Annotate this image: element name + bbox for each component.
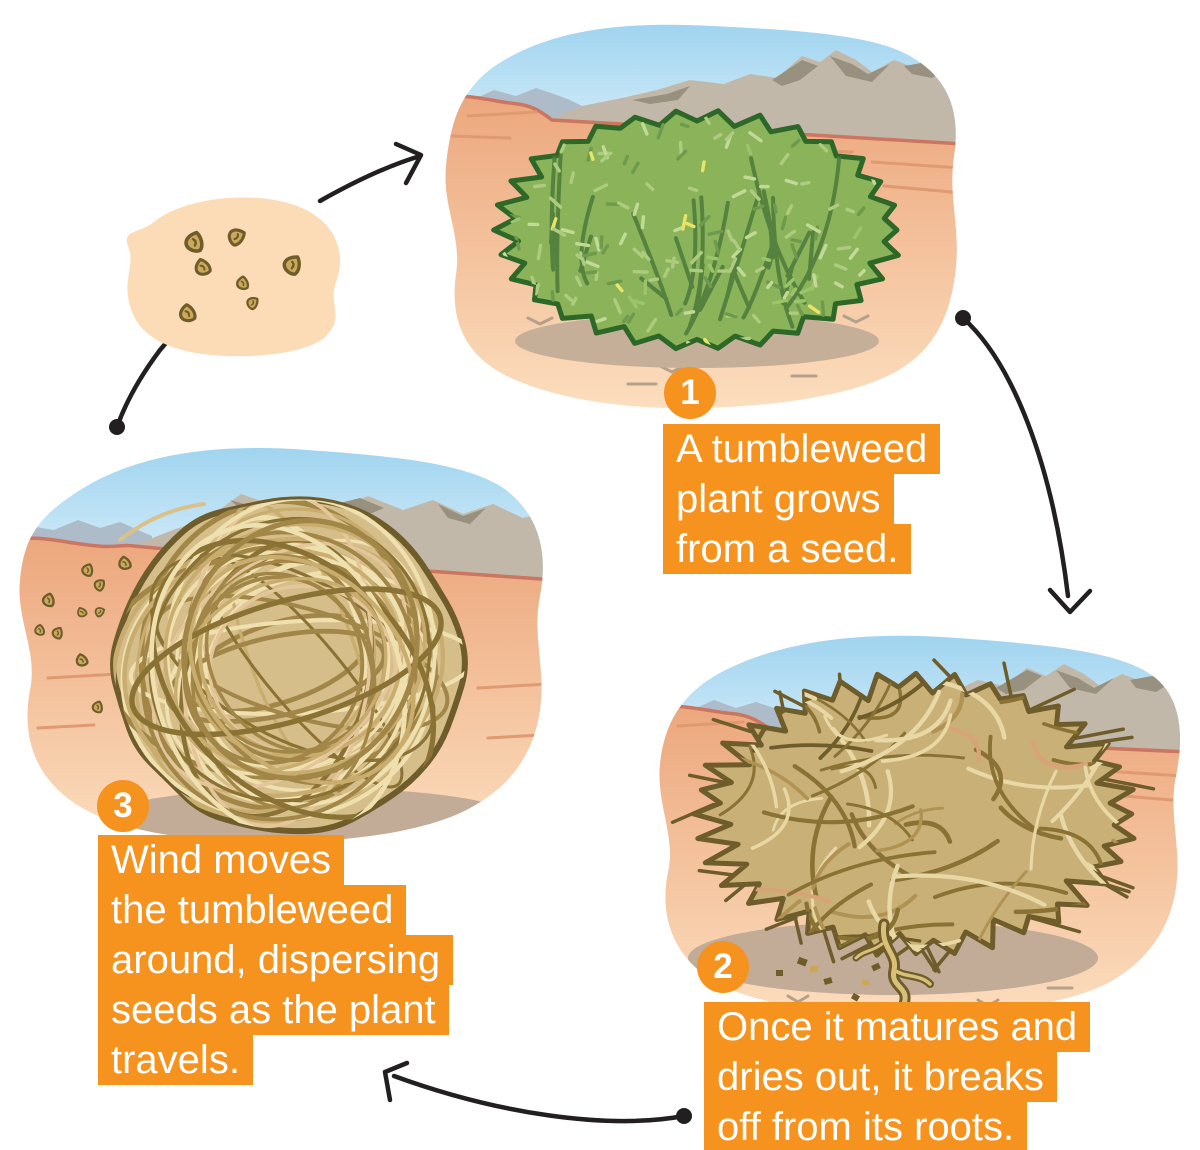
step-1-badge: 1 [664,367,716,419]
arrow-start-dot [676,1108,692,1124]
desert-scene-3 [19,448,543,843]
seed-icon [235,275,250,291]
root-debris [776,956,881,1015]
horizon-line [19,536,543,582]
caption-line: plant grows [663,474,894,524]
seed-icon [77,606,88,618]
caption-line: around, dispersing [98,935,454,985]
seed-icon [118,555,132,570]
seed-icon [178,303,197,323]
desert-scene-2 [659,635,1181,1015]
step-2-caption: Once it matures and dries out, it breaks… [704,1002,1091,1150]
caption-line: travels. [98,1035,253,1085]
dispersed-seeds [34,555,132,714]
scene-tumbleweed-growing [432,16,964,410]
seed-icon [246,296,259,311]
dried-tumbleweed-illustration [670,658,1156,1015]
broken-root [852,918,934,1010]
seed-icon [81,563,94,577]
caption-line: A tumbleweed [663,424,941,474]
scene-tumbleweed-rolling [8,438,556,848]
seed-patch [118,188,346,365]
step-3-badge: 3 [97,780,149,832]
step-2-badge: 2 [697,941,749,993]
scene-tumbleweed-dried [648,628,1188,1018]
arrow-growth-to-dried [955,310,1093,615]
caption-line: from a seed. [663,524,912,574]
seeds [178,228,301,323]
seed-icon [194,257,212,276]
seed-icon [93,579,106,592]
rolling-tumbleweed-illustration [110,496,468,835]
seed-icon [34,623,45,636]
seed-icon [91,700,103,714]
seed-icon [51,626,63,640]
arrow-head [393,141,424,186]
caption-line: Once it matures and [704,1002,1091,1052]
seed-patch-ground [126,197,341,357]
desert-scene-1 [445,24,957,409]
caption-line: Wind moves [98,835,345,885]
bush-illustration [491,108,901,352]
seed-icon [227,228,246,247]
caption-line: seeds as the plant [98,985,449,1035]
caption-line: off from its roots. [704,1102,1028,1150]
seed-icon [282,255,301,276]
caption-line: dries out, it breaks [704,1052,1057,1102]
caption-line: the tumbleweed [98,885,407,935]
step-1-caption: A tumbleweed plant grows from a seed. [663,424,941,574]
arrow-head [1047,587,1093,615]
seed-icon [184,230,204,253]
seed-icon [41,592,55,608]
seed-icon [75,653,89,667]
step-3-caption: Wind moves the tumbleweed around, disper… [98,835,454,1085]
seed-icon [94,607,106,618]
arrow-start-dot [109,419,125,435]
seed-patch-blob [126,197,341,357]
